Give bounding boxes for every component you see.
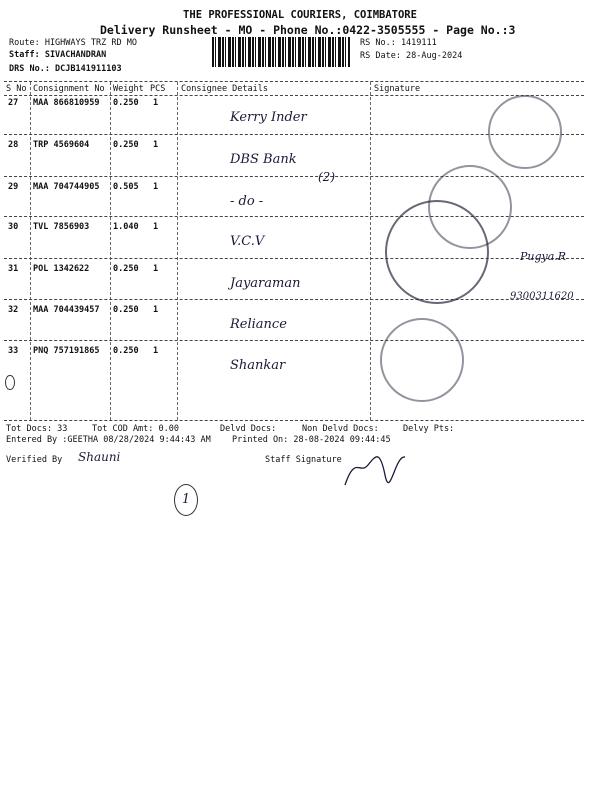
row-consignee: Reliance bbox=[230, 317, 287, 332]
divider bbox=[4, 95, 584, 96]
row-sno: 27 bbox=[8, 98, 19, 108]
row-consignment: PNQ 757191865 bbox=[33, 346, 100, 356]
verified-by-label: Verified By bbox=[6, 455, 63, 465]
row-consignee: Jayaraman bbox=[230, 276, 301, 291]
verified-signature: Shauni bbox=[78, 450, 121, 464]
delvy-pts: Delvy Pts: bbox=[403, 424, 455, 434]
row-consignee: Shankar bbox=[230, 358, 286, 373]
row-pcs: 1 bbox=[153, 140, 159, 150]
row-consignment: MAA 704744905 bbox=[33, 182, 100, 192]
row-consignment: MAA 866810959 bbox=[33, 98, 100, 108]
divider bbox=[4, 299, 584, 300]
row-sno: 29 bbox=[8, 182, 19, 192]
tot-docs: Tot Docs: 33 bbox=[6, 424, 68, 434]
col-signature: Signature bbox=[374, 84, 421, 94]
divider bbox=[4, 134, 584, 135]
row-weight: 0.250 bbox=[113, 305, 139, 315]
non-delvd-docs: Non Delvd Docs: bbox=[302, 424, 379, 434]
delvd-docs: Delvd Docs: bbox=[220, 424, 277, 434]
row-pcs: 1 bbox=[153, 305, 159, 315]
row-weight: 0.250 bbox=[113, 98, 139, 108]
row-consignment: TRP 4569604 bbox=[33, 140, 90, 150]
divider bbox=[4, 81, 584, 82]
logistics-stamp bbox=[488, 95, 562, 169]
signature-row30: Pugya.R bbox=[520, 250, 567, 263]
row-sno: 28 bbox=[8, 140, 19, 150]
school-stamp bbox=[385, 200, 489, 304]
row-sno: 33 bbox=[8, 346, 19, 356]
col-consignee: Consignee Details bbox=[181, 84, 268, 94]
row-weight: 0.250 bbox=[113, 346, 139, 356]
row-consignment: TVL 7856903 bbox=[33, 222, 90, 232]
row-consignment: MAA 704439457 bbox=[33, 305, 100, 315]
divider bbox=[110, 82, 111, 420]
row-consignment: POL 1342622 bbox=[33, 264, 90, 274]
printed-on: Printed On: 28-08-2024 09:44:45 bbox=[232, 435, 391, 445]
staff-signature bbox=[344, 456, 406, 486]
runsheet-title: Delivery Runsheet - MO - Phone No.:0422-… bbox=[100, 23, 516, 37]
col-sno: S No bbox=[6, 84, 27, 94]
company-name: THE PROFESSIONAL COURIERS, COIMBATORE bbox=[183, 9, 417, 21]
divider bbox=[4, 176, 584, 177]
divider bbox=[4, 340, 584, 341]
row-pcs: 1 bbox=[153, 222, 159, 232]
row-consignee: DBS Bank bbox=[230, 152, 297, 167]
entered-by: Entered By :GEETHA 08/28/2024 9:44:43 AM bbox=[6, 435, 211, 445]
row-pcs: 1 bbox=[153, 98, 159, 108]
bracket-note: (2) bbox=[318, 170, 335, 184]
row-sno: 30 bbox=[8, 222, 19, 232]
rs-number: RS No.: 1419111 bbox=[360, 38, 437, 48]
row-consignee: - do - bbox=[230, 194, 264, 209]
row-weight: 0.250 bbox=[113, 140, 139, 150]
row-weight: 1.040 bbox=[113, 222, 139, 232]
signature-row31: 9300311620 bbox=[510, 291, 574, 302]
row-weight: 0.250 bbox=[113, 264, 139, 274]
circled-number: 1 bbox=[174, 484, 198, 516]
divider bbox=[4, 258, 584, 259]
row-sno: 31 bbox=[8, 264, 19, 274]
col-consignment: Consignment No bbox=[33, 84, 105, 94]
divider bbox=[370, 82, 371, 420]
row-pcs: 1 bbox=[153, 264, 159, 274]
barcode bbox=[212, 37, 350, 67]
divider bbox=[30, 82, 31, 420]
staff-signature-label: Staff Signature bbox=[265, 455, 342, 465]
row-consignee: V.C.V bbox=[230, 234, 265, 249]
row-pcs: 1 bbox=[153, 182, 159, 192]
divider bbox=[4, 216, 584, 217]
circle-mark bbox=[5, 375, 15, 390]
col-weight: Weight bbox=[113, 84, 144, 94]
drs-number: DRS No.: DCJB141911103 bbox=[9, 64, 122, 74]
rs-date: RS Date: 28-Aug-2024 bbox=[360, 51, 463, 61]
row-sno: 32 bbox=[8, 305, 19, 315]
divider bbox=[177, 82, 178, 420]
row-pcs: 1 bbox=[153, 346, 159, 356]
route: Route: HIGHWAYS TRZ RD MO bbox=[9, 38, 137, 48]
col-pcs: PCS bbox=[150, 84, 166, 94]
tot-cod: Tot COD Amt: 0.00 bbox=[92, 424, 179, 434]
staff: Staff: SIVACHANDRAN bbox=[9, 50, 107, 60]
divider bbox=[4, 420, 584, 421]
row-consignee: Kerry Inder bbox=[230, 110, 307, 125]
reliance-stamp bbox=[380, 318, 464, 402]
row-weight: 0.505 bbox=[113, 182, 139, 192]
